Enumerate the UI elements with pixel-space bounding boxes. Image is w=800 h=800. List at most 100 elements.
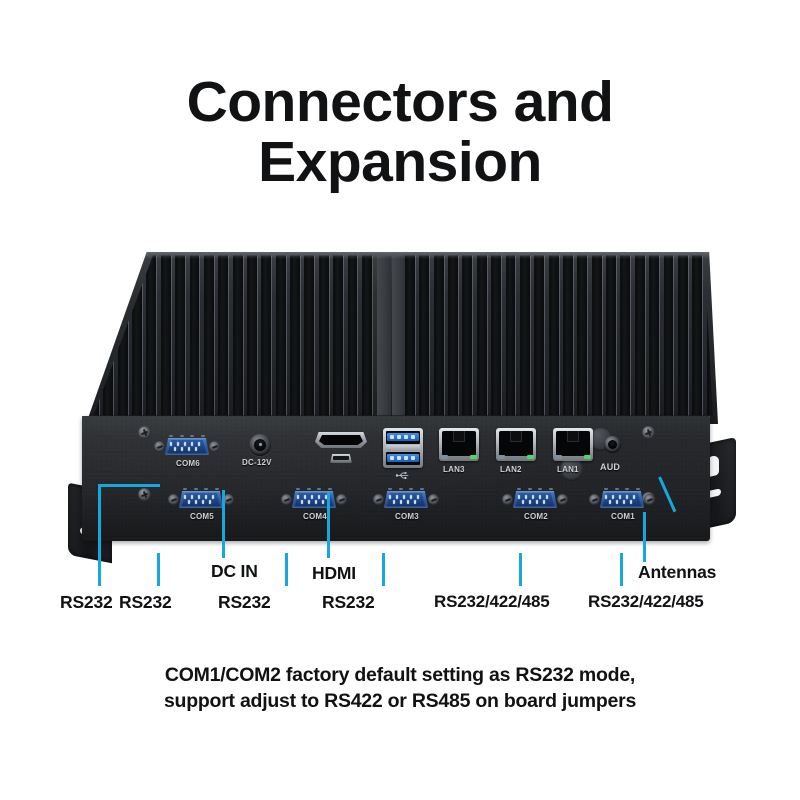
port-com2[interactable] <box>502 488 568 510</box>
heatsink-fin <box>406 255 415 416</box>
hdmi-cavity <box>319 435 363 445</box>
micro-usb-cavity <box>333 456 349 460</box>
rj45-cavity <box>499 431 533 456</box>
db9-pin <box>392 500 395 504</box>
port-com3[interactable] <box>373 488 439 510</box>
port-com1[interactable] <box>589 488 655 510</box>
db9-pin <box>314 500 317 504</box>
antenna-hole-cap <box>560 458 583 481</box>
dc-jack-pin <box>258 443 262 446</box>
db9-pin <box>184 495 186 499</box>
usb-tongue <box>387 433 419 441</box>
heatsink-fin <box>549 255 559 416</box>
db9-jackscrew <box>557 494 568 505</box>
heatsink-fin <box>564 255 573 416</box>
db9-pin <box>608 500 611 504</box>
db9-jackscrew <box>209 441 220 452</box>
port-com5[interactable] <box>168 488 234 510</box>
footer-note: COM1/COM2 factory default setting as RS2… <box>0 662 800 714</box>
port-com6[interactable] <box>154 435 220 457</box>
panel-screw <box>138 488 151 501</box>
db9-jackscrew <box>373 494 384 505</box>
heatsink-fin <box>635 255 645 416</box>
callout-rs422-com2: RS232/422/485 <box>434 592 550 611</box>
heatsink-top <box>86 252 718 424</box>
db9-pin <box>410 495 412 499</box>
db9-jackscrew <box>644 494 655 505</box>
db9-pin <box>297 495 299 499</box>
db9-rivets <box>604 488 640 491</box>
db9-jackscrew <box>502 494 513 505</box>
port-label-com1: COM1 <box>611 512 635 521</box>
db9-rivets <box>388 488 424 491</box>
rj45-led-right <box>527 455 534 459</box>
leader-com1 <box>620 553 623 586</box>
db9-pin <box>413 500 416 504</box>
heatsink-fin <box>276 255 286 416</box>
db9-pins <box>389 495 423 504</box>
port-lan2[interactable] <box>496 428 536 461</box>
heatsink-fin <box>147 255 157 416</box>
db9-jackscrew <box>336 494 347 505</box>
db9-jackscrew <box>428 494 439 505</box>
db9-pins <box>518 495 552 504</box>
usb-icon <box>395 471 411 480</box>
db9-pin <box>622 500 625 504</box>
port-label-lan3: LAN3 <box>443 465 465 474</box>
port-micro-usb[interactable] <box>330 454 352 463</box>
heatsink-fin <box>420 255 430 416</box>
page-title: Connectors and Expansion <box>0 72 800 192</box>
db9-pin <box>521 500 524 504</box>
heatsink-fin <box>348 255 358 416</box>
db9-jackscrew <box>589 494 600 505</box>
db9-pin <box>198 495 200 499</box>
leader-hdmi <box>327 492 330 558</box>
db9-pin <box>528 500 531 504</box>
heatsink-fin <box>176 255 186 416</box>
db9-pin <box>201 500 204 504</box>
leader-com5 <box>157 553 160 586</box>
db9-jackscrew <box>168 494 179 505</box>
panel-screw <box>138 426 151 439</box>
usb-port-upper[interactable] <box>386 431 420 444</box>
db9-pin <box>633 495 635 499</box>
db9-pin <box>518 495 520 499</box>
port-label-com5: COM5 <box>190 512 214 521</box>
heatsink-fin <box>678 255 688 416</box>
heatsink-fin <box>607 255 616 416</box>
port-usb3-stack[interactable] <box>383 428 423 468</box>
heatsink-fin <box>248 255 257 416</box>
device-photo: COM6 DC-12V <box>68 252 736 564</box>
port-audio[interactable] <box>604 436 621 453</box>
db9-pin <box>417 495 419 499</box>
heatsink-fin <box>477 255 487 416</box>
heatsink-fin <box>291 255 300 416</box>
rj45-latch <box>453 431 465 442</box>
db9-pin <box>605 495 607 499</box>
heatsink-fin <box>492 255 502 416</box>
db9-jackscrew <box>223 494 234 505</box>
port-lan1[interactable] <box>553 428 593 461</box>
usb-port-lower[interactable] <box>386 452 420 465</box>
heatsink-fin <box>391 255 406 416</box>
leader-com6-elbow <box>98 484 160 487</box>
heatsink-fin <box>664 255 674 416</box>
db9-pin <box>626 495 628 499</box>
port-hdmi[interactable] <box>315 432 367 448</box>
db9-pin <box>546 495 548 499</box>
port-com4[interactable] <box>281 488 347 510</box>
heatsink-fin <box>190 255 200 416</box>
db9-pin <box>205 495 207 499</box>
port-lan3[interactable] <box>439 428 479 461</box>
db9-pin <box>187 500 190 504</box>
callout-hdmi: HDMI <box>312 563 356 583</box>
db9-pin <box>307 500 310 504</box>
callout-rs232-com6: RS232 <box>60 592 113 612</box>
db9-pin <box>177 442 179 446</box>
db9-rivets <box>169 435 205 438</box>
db9-pins <box>605 495 639 504</box>
footer-line2: support adjust to RS422 or RS485 on boar… <box>163 690 637 712</box>
port-dc-12v[interactable] <box>249 434 271 456</box>
panel-screw <box>642 426 655 439</box>
